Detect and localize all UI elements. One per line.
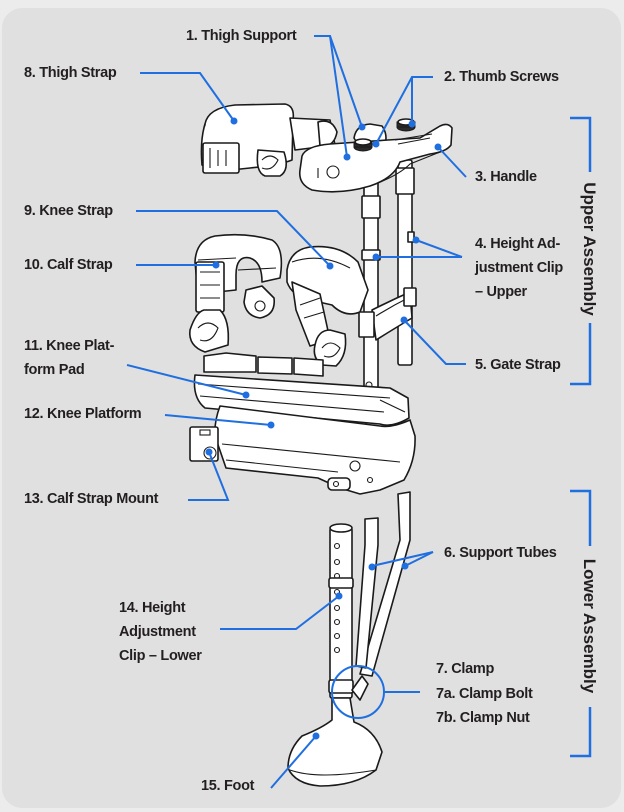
label-foot: 15. Foot [201,778,255,794]
label-line: 14. Height [119,600,186,616]
label-support-tubes: 6. Support Tubes [444,545,557,561]
label-line: Clip – Lower [119,648,202,664]
label-knee-platform: 12. Knee Platform [24,406,142,422]
foot-illustration [287,697,383,787]
label-thigh-support: 1. Thigh Support [186,28,297,44]
height-clip-lower-illustration [328,577,354,589]
label-calf-strap: 10. Calf Strap [24,257,113,273]
knee-strap-illustration [286,245,369,367]
label-gate-strap: 5. Gate Strap [475,357,561,373]
label-line: 4. Height Ad- [475,236,560,252]
rear-upper-tube [395,159,415,366]
label-line: 11. Knee Plat- [24,338,115,354]
label-line: Adjustment [119,624,196,640]
label-thumb-screws: 2. Thumb Screws [444,69,559,85]
knee-platform-pad-illustration [193,352,410,426]
label-clamp-bolt: 7a. Clamp Bolt [436,686,533,702]
lower-assembly-bracket [570,489,592,758]
label-knee-platform-pad: 11. Knee Plat- form Pad [24,334,114,382]
label-thigh-strap: 8. Thigh Strap [24,65,117,81]
section-title-upper-assembly: Upper Assembly [580,182,599,316]
label-line: justment Clip [475,260,563,276]
label-handle: 3. Handle [475,169,537,185]
label-height-clip-upper: 4. Height Ad- justment Clip – Upper [475,232,563,304]
section-title-lower-assembly: Lower Assembly [580,558,599,694]
upper-assembly-illustration [188,103,453,495]
label-clamp-nut: 7b. Clamp Nut [436,710,530,726]
lower-post [328,523,369,701]
calf-strap-illustration [188,233,283,353]
label-calf-strap-mount: 13. Calf Strap Mount [24,491,159,507]
label-knee-strap: 9. Knee Strap [24,203,113,219]
upper-assembly-bracket [570,116,592,386]
label-line: – Upper [475,284,527,300]
label-clamp: 7. Clamp [436,661,495,677]
gate-strap-illustration [358,287,417,341]
label-height-clip-lower: 14. Height Adjustment Clip – Lower [119,596,202,668]
knee-platform-illustration [189,405,416,495]
leader-lines [126,35,467,789]
lower-assembly-illustration [287,491,411,787]
label-line: form Pad [24,362,85,378]
